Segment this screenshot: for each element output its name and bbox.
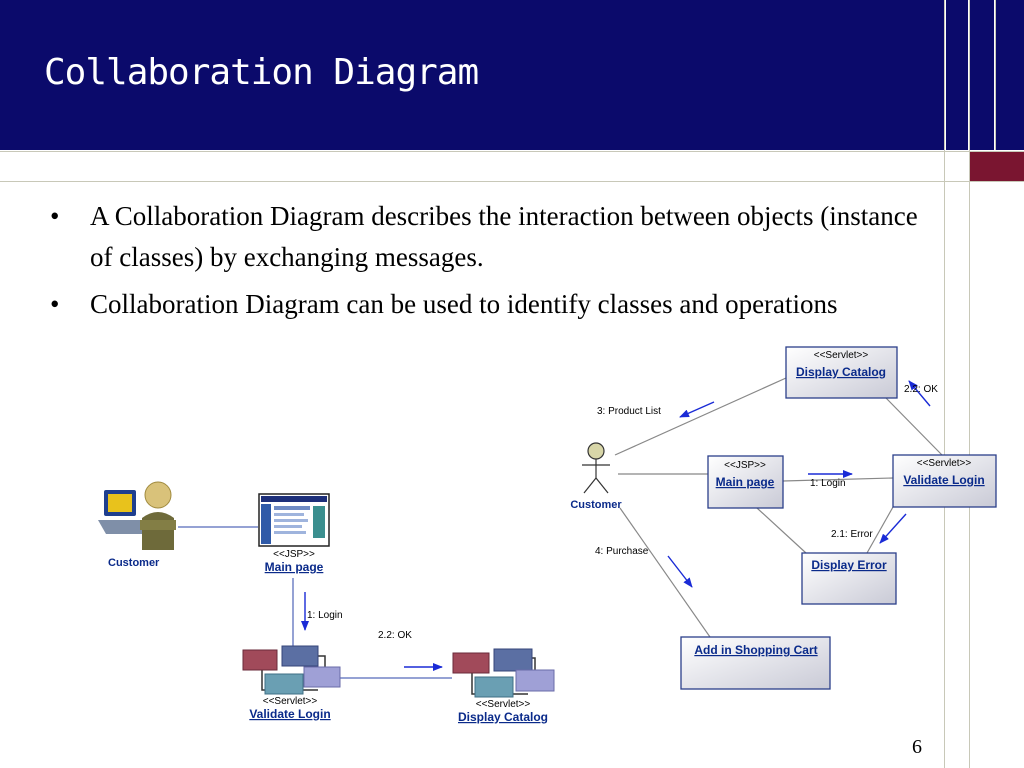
add-shopping-cart-box: Add in Shopping Cart	[680, 636, 831, 690]
display-error-label: Display Error	[811, 558, 887, 572]
bullet-list: • A Collaboration Diagram describes the i…	[50, 196, 920, 331]
validate-login-box: <<Servlet>> Validate Login	[892, 454, 997, 508]
divider-line	[944, 0, 945, 768]
header-stripe	[996, 0, 1024, 150]
header-stripe	[946, 0, 968, 150]
bullet-text: A Collaboration Diagram describes the in…	[90, 201, 918, 272]
display-error-box: Display Error	[801, 552, 897, 605]
connector-line	[756, 507, 807, 554]
actor-customer-label: Customer	[570, 499, 622, 511]
main-page-box: <<JSP>> Main page	[707, 455, 784, 509]
message-login-label: 1: Login	[810, 478, 846, 489]
servlet-icon	[242, 645, 341, 695]
bullet-item: • A Collaboration Diagram describes the i…	[50, 196, 920, 278]
divider-line	[0, 181, 1024, 182]
main-page-stereotype: <<JSP>>	[724, 460, 766, 471]
divider-line	[995, 0, 996, 150]
add-cart-label: Add in Shopping Cart	[694, 643, 817, 657]
connector-line	[614, 377, 787, 456]
validate-login-label: Validate Login	[249, 707, 330, 721]
slide-title: Collaboration Diagram	[44, 52, 479, 93]
webpage-icon	[258, 493, 330, 547]
validate-login-label: Validate Login	[903, 473, 984, 487]
display-catalog-label: Display Catalog	[796, 365, 886, 379]
message-login-label: 1: Login	[307, 610, 343, 621]
validate-login-stereotype: <<Servlet>>	[263, 696, 318, 707]
connector-line	[885, 397, 943, 456]
connector-line	[866, 506, 894, 554]
main-page-label: Main page	[716, 475, 775, 489]
message-product-list-label: 3: Product List	[597, 406, 661, 417]
message-arrow	[908, 380, 931, 407]
divider-line	[969, 0, 970, 768]
message-arrow	[879, 513, 907, 544]
bullet-item: • Collaboration Diagram can be used to id…	[50, 284, 920, 325]
divider-line	[0, 151, 1024, 152]
main-page-stereotype: <<JSP>>	[273, 549, 315, 560]
message-error-label: 2.1: Error	[831, 529, 873, 540]
header-stripe	[970, 0, 994, 150]
customer-icon	[98, 481, 176, 550]
message-arrow	[667, 555, 693, 588]
display-catalog-stereotype: <<Servlet>>	[814, 350, 869, 361]
main-page-label: Main page	[265, 560, 324, 574]
right-diagram: Customer <<Servlet>> Display Catalog <<J…	[570, 346, 997, 690]
customer-label: Customer	[108, 557, 160, 569]
accent-block	[970, 152, 1024, 181]
message-purchase-label: 4: Purchase	[595, 546, 649, 557]
servlet-icon	[452, 648, 555, 698]
message-ok-label: 2.2: OK	[904, 384, 938, 395]
connector-line	[782, 477, 894, 482]
connector-line	[619, 507, 711, 638]
page-number: 6	[912, 736, 922, 758]
bullet-marker: •	[50, 201, 60, 231]
display-catalog-stereotype: <<Servlet>>	[476, 699, 531, 710]
validate-login-stereotype: <<Servlet>>	[917, 458, 972, 469]
customer-actor-icon	[582, 442, 610, 494]
bullet-marker: •	[50, 289, 60, 319]
display-catalog-label: Display Catalog	[458, 710, 548, 724]
bullet-text: Collaboration Diagram can be used to ide…	[90, 289, 838, 319]
title-bar	[0, 0, 944, 150]
left-diagram: Customer <<JSP>> Main page 1: Login 2.2:…	[98, 481, 555, 724]
message-arrow	[679, 401, 715, 418]
message-ok-label: 2.2: OK	[378, 630, 412, 641]
display-catalog-box: <<Servlet>> Display Catalog	[785, 346, 898, 399]
